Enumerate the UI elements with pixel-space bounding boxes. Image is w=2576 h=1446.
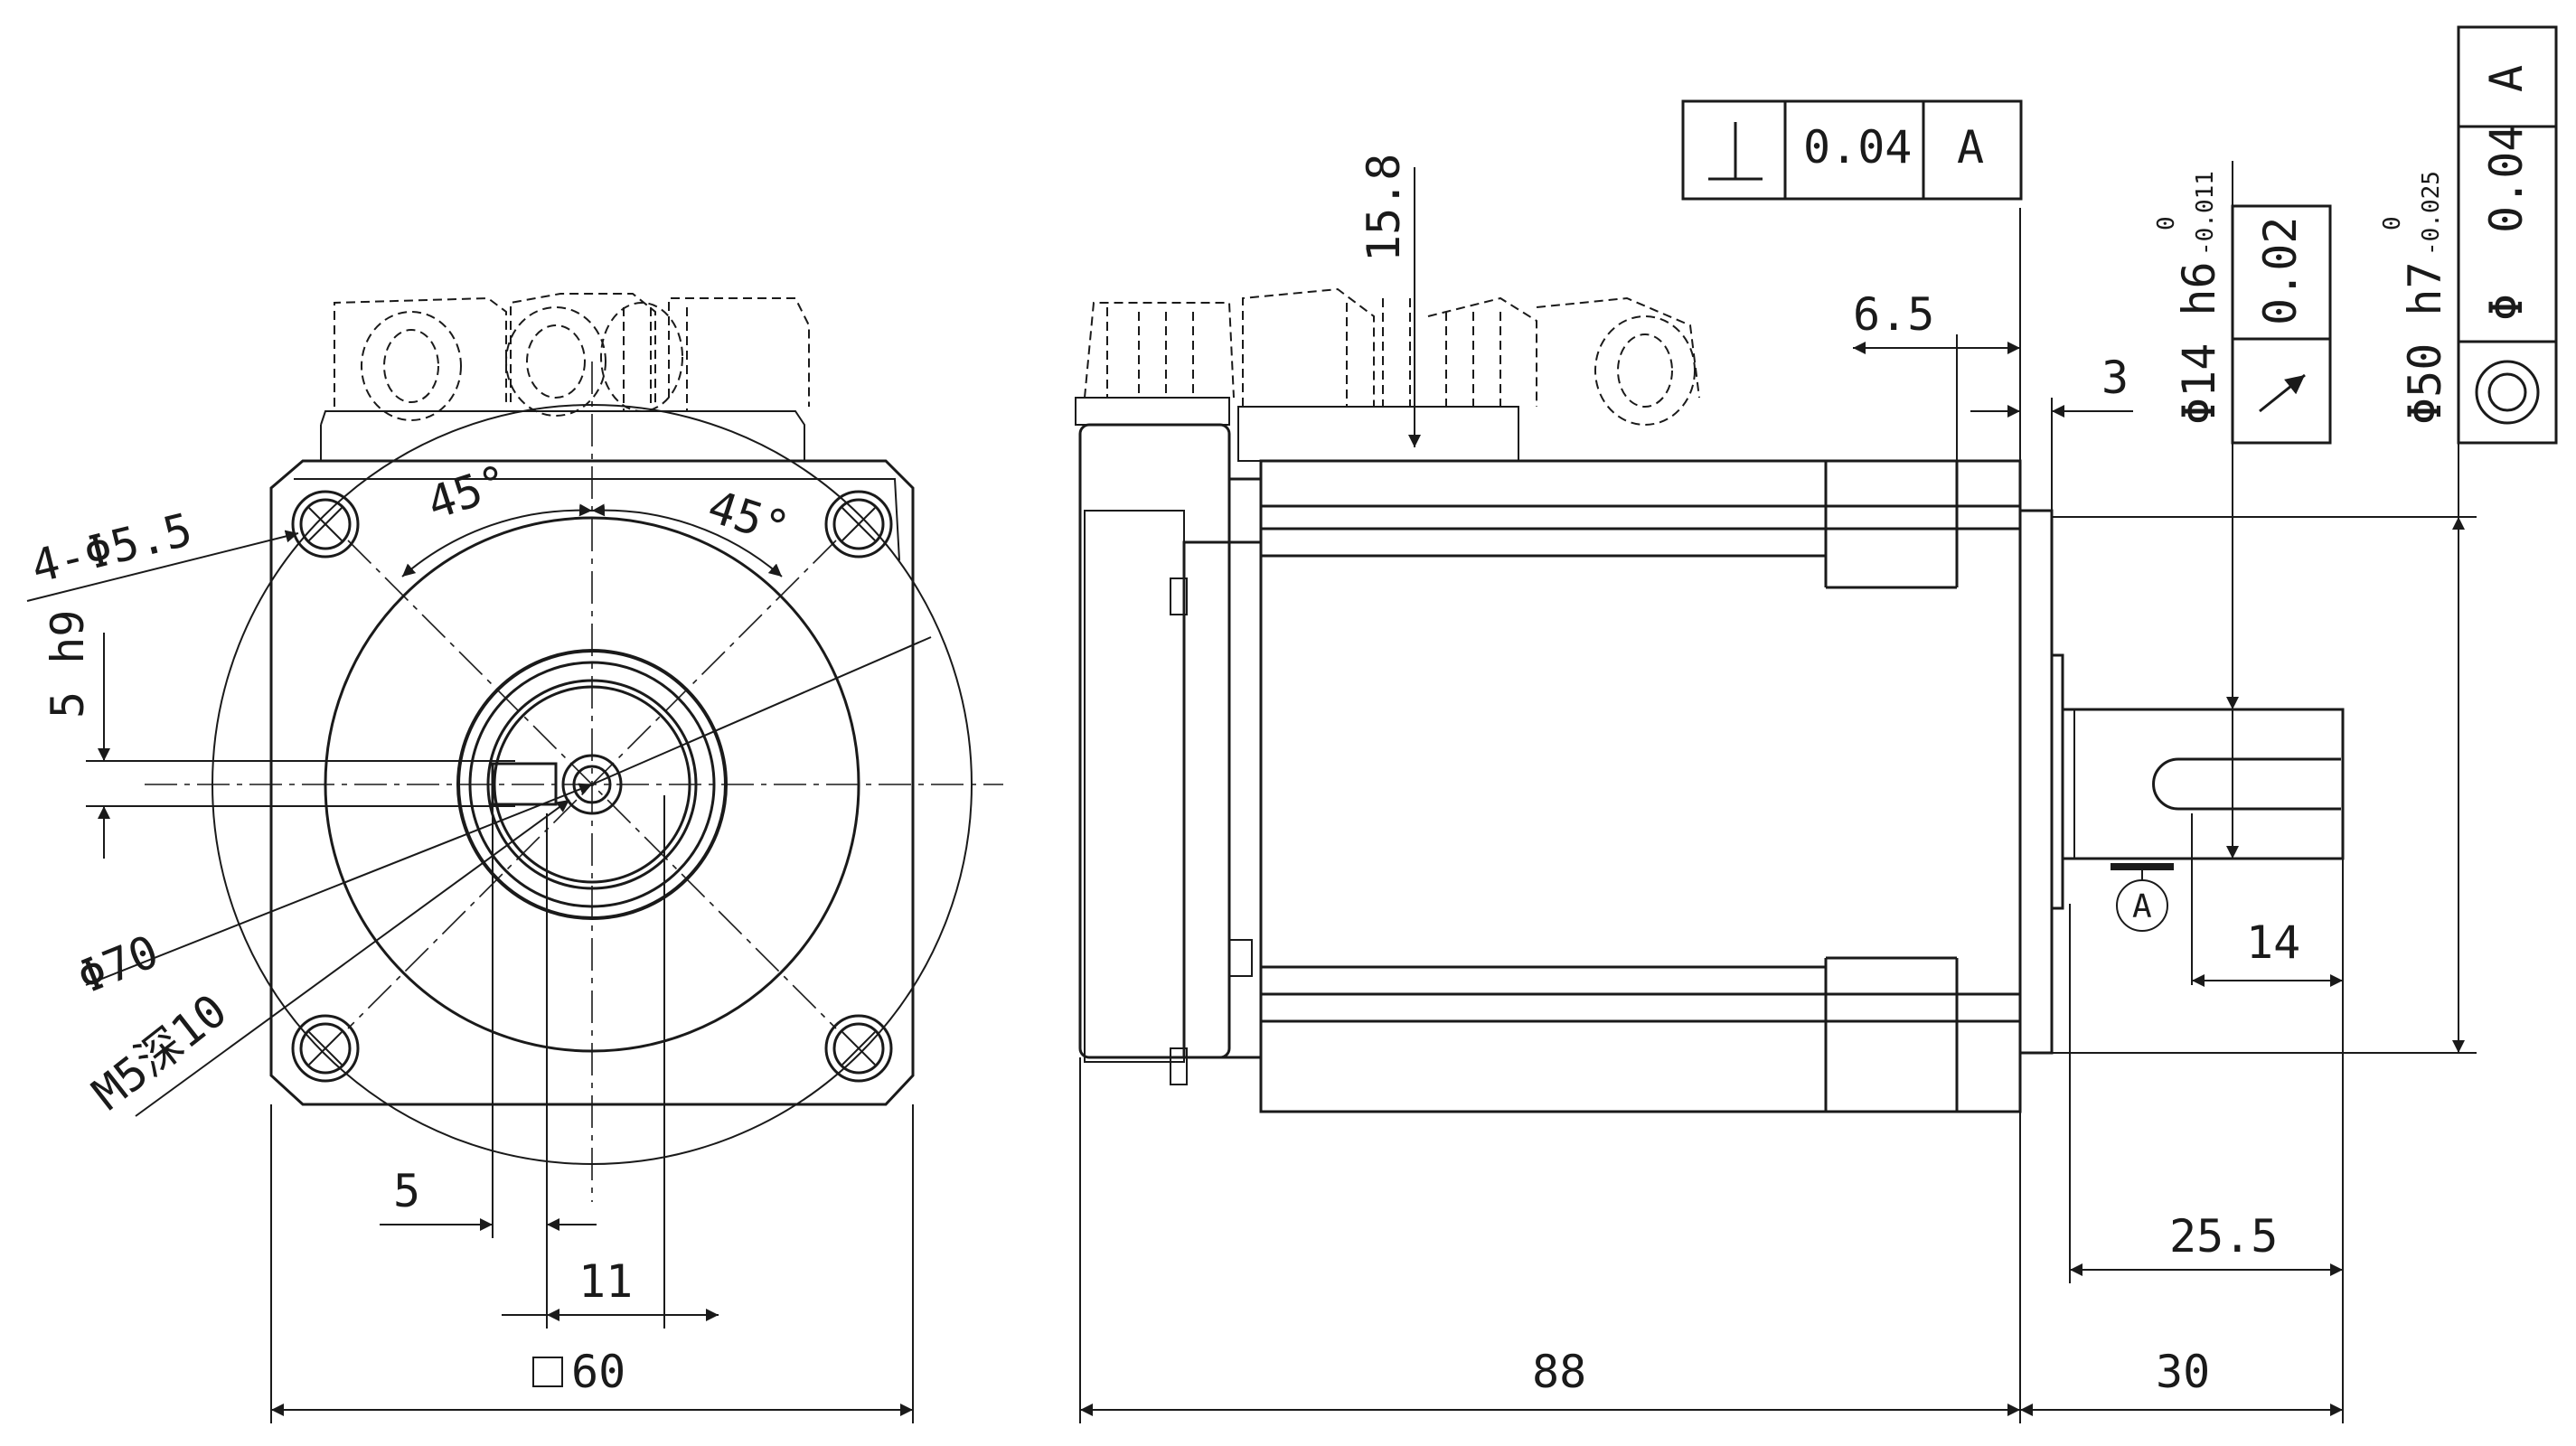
pilot-circle-leader	[85, 783, 593, 986]
shaft	[2061, 708, 2345, 860]
keyway	[2152, 757, 2341, 811]
concentricity-datum: A	[2480, 65, 2533, 92]
key-depth-label: 5	[393, 1165, 420, 1217]
spigot-plate	[2018, 509, 2054, 1055]
square-symbol	[532, 1357, 563, 1387]
flange-outline	[269, 459, 915, 1106]
front-view: 45° 45° 4-Φ5.5 5 h9 Φ70 M5深10 5 11	[26, 293, 1003, 1423]
shaft-length-label: 30	[2156, 1346, 2210, 1398]
shaft-fit-label: Φ14 h6	[2173, 261, 2225, 425]
spigot-fit-lower: -0.025	[2418, 171, 2445, 256]
mount-hole-tr	[824, 490, 893, 559]
mount-hole-bl	[291, 1014, 360, 1083]
side-connectors	[1075, 287, 1700, 462]
angle-label-left: 45°	[421, 455, 515, 530]
flange-thickness-label: 3	[2101, 352, 2129, 404]
spigot-ring	[2050, 653, 2064, 910]
spigot-fit-label: Φ50 h7	[2399, 261, 2451, 425]
encoder-housing	[1078, 423, 1231, 1059]
shaft-fit-lower: -0.011	[2192, 171, 2219, 256]
side-view: 15.8 6.5 3 A 14 25.5 88 30	[1075, 154, 2477, 1423]
encoder-bolt-2	[1170, 1047, 1188, 1085]
angle-arc-right	[591, 503, 783, 577]
concentricity-value: 0.04	[2480, 125, 2533, 233]
concentricity-phi: Φ	[2480, 294, 2533, 321]
connector-base-2	[1237, 406, 1519, 462]
key-width-label: 5 h9	[42, 610, 94, 718]
encoder-panel	[1084, 510, 1185, 1063]
connector-base-1	[1075, 397, 1230, 426]
flange-inner-edge	[294, 478, 900, 561]
body-length-label: 88	[1532, 1346, 1586, 1398]
runout-symbol	[2259, 373, 2306, 413]
concentricity-symbol-inner	[2487, 372, 2527, 412]
runout-value: 0.02	[2254, 217, 2307, 325]
datum-marker-label: A	[2132, 888, 2152, 925]
encoder-bolt-3	[1228, 939, 1253, 977]
shaft-fit-upper: 0	[2153, 216, 2180, 230]
mount-hole-tl	[291, 490, 360, 559]
perpendicularity-frame: 0.04 A	[1681, 99, 2023, 201]
runout-frame: 0.02	[2231, 204, 2332, 445]
pilot-circle-label: Φ70	[71, 925, 165, 1005]
mount-hole-br	[824, 1014, 893, 1083]
spigot-fit-callout: Φ50 h7 0 -0.025	[2379, 171, 2451, 425]
keyway-length-label: 25.5	[2169, 1210, 2278, 1263]
perpendicularity-value: 0.04	[1803, 121, 1912, 174]
shaft-fit-callout: Φ14 h6 0 -0.011	[2153, 171, 2225, 425]
perpendicularity-datum: A	[1957, 121, 1984, 174]
connector-height-label: 15.8	[1358, 154, 1410, 262]
flange-square-label: 60	[571, 1346, 625, 1398]
tapped-hole-leader	[135, 799, 570, 1117]
spigot-fit-upper: 0	[2379, 216, 2406, 230]
rear-cap	[1182, 540, 1263, 1059]
concentricity-symbol-outer	[2475, 360, 2540, 425]
tapped-hole-label: M5深10	[83, 984, 237, 1121]
shaft-key-label: 11	[578, 1255, 633, 1308]
pilot-circle-leader-ext	[591, 636, 932, 785]
front-connectors	[320, 293, 810, 461]
encoder-bolt-1	[1170, 577, 1188, 615]
mount-holes-leader	[26, 530, 299, 602]
angle-arc-left	[401, 503, 593, 577]
motor-body	[1259, 459, 2022, 1113]
datum-marker-bar	[2111, 863, 2174, 870]
angle-label-right: 45°	[701, 480, 795, 555]
datum-marker-circle	[2116, 879, 2168, 932]
flange-offset-label: 6.5	[1853, 288, 1934, 341]
concentricity-frame: A 0.04 Φ	[2457, 25, 2558, 445]
key-length-label: 14	[2246, 916, 2300, 969]
